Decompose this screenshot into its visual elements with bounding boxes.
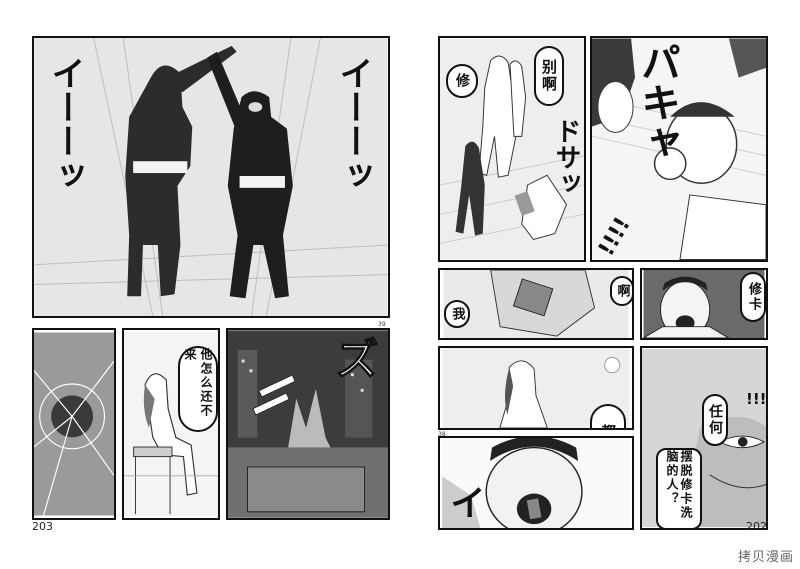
bubble-shuka: 修卡 <box>740 272 766 322</box>
sfx-dosa: ドサッ <box>551 118 581 196</box>
panel-right-mid-right: 修卡 <box>640 268 768 340</box>
panel-marker: 39 <box>378 321 386 328</box>
bubble-shu: 修 <box>446 64 478 98</box>
panel-art-city <box>228 330 388 518</box>
panel-right-top-left: 修 别啊 ドサッ <box>438 36 586 262</box>
panel-art-heroes <box>34 38 388 316</box>
sfx-pakya: パキャ <box>634 42 680 162</box>
sfx-ii-left: イーーッ <box>45 56 85 192</box>
panel-right-bottom-crying: イ <box>438 436 634 530</box>
panel-marker-right: 38 <box>438 431 446 438</box>
left-page: イーーッ イーーッ 39 他怎么还不来 <box>30 34 392 534</box>
panel-art-falling <box>440 39 584 259</box>
panel-art-glass <box>34 332 114 516</box>
sfx-zu-dashes <box>248 374 308 422</box>
panel-art-crying <box>442 438 630 528</box>
bubble-dou-yao-si: 都要死 <box>590 404 626 428</box>
right-page: 修 别啊 ドサッ パキャ !!!! 啊 我 <box>436 34 770 534</box>
panel-right-mid-left: 啊 我 <box>438 268 634 340</box>
sfx-i: イ <box>444 484 485 520</box>
panel-art-punch <box>592 38 766 260</box>
panel-art-box <box>443 270 629 338</box>
bubble-a: 啊 <box>610 276 632 306</box>
sfx-zu: ズ <box>327 336 379 381</box>
panel-left-top: イーーッ イーーッ <box>32 36 390 318</box>
bubble-renhe: 任何 <box>702 394 728 446</box>
bubble-biea: 别啊 <box>534 46 564 106</box>
sfx-exclaim-2: !!!! <box>746 390 767 408</box>
bubble-baituo: 摆脱修卡洗脑的人？ <box>656 448 702 528</box>
bubble-wo: 我 <box>444 300 470 328</box>
sfx-ii-right: イーーッ <box>333 56 373 192</box>
panel-left-woman-sitting: 他怎么还不来 <box>122 328 220 520</box>
page-number-right: 202 <box>746 520 767 533</box>
bubble-ta-zenme: 他怎么还不来 <box>178 346 218 432</box>
page-number-left: 203 <box>32 520 53 533</box>
panel-right-bottom-left: 都要死 <box>438 346 634 430</box>
panel-right-bottom-right: !!!! 任何 摆脱修卡洗脑的人？ <box>640 346 768 530</box>
panel-left-glass <box>32 328 116 520</box>
panel-left-city: ズ <box>226 328 390 520</box>
watermark-text: 拷贝漫画 <box>737 550 794 565</box>
panel-right-top-right: パキャ !!!! <box>590 36 768 262</box>
